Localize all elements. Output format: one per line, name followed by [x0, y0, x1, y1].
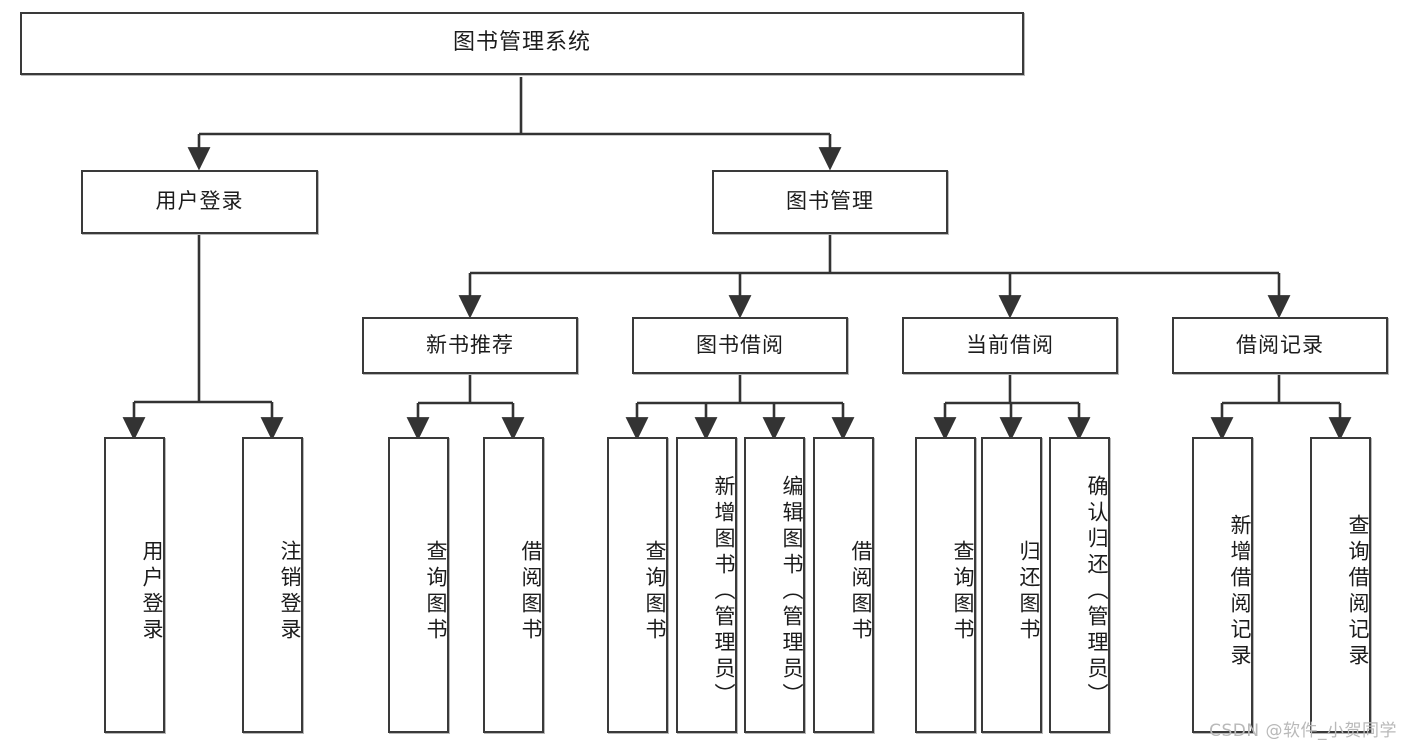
leaf-add-borrow-record[interactable]: 新增借阅记录: [1192, 437, 1253, 733]
node-new-book-recommend[interactable]: 新书推荐: [362, 317, 578, 374]
node-label: 新书推荐: [426, 332, 514, 357]
leaf-edit-book-admin[interactable]: 编辑图书（管理员）: [744, 437, 805, 733]
leaf-query-book-current[interactable]: 查询图书: [915, 437, 976, 733]
node-root[interactable]: 图书管理系统: [20, 12, 1024, 75]
node-borrow-records[interactable]: 借阅记录: [1172, 317, 1388, 374]
node-label: 借阅记录: [1236, 332, 1324, 357]
leaf-logout[interactable]: 注销登录: [242, 437, 303, 733]
leaf-query-book-newbook[interactable]: 查询图书: [388, 437, 449, 733]
node-label: 查询图书: [951, 540, 975, 644]
leaf-borrow-book[interactable]: 借阅图书: [813, 437, 874, 733]
node-label: 借阅图书: [519, 540, 543, 644]
node-label: 归还图书: [1017, 540, 1041, 644]
node-label: 查询借阅记录: [1346, 514, 1370, 670]
leaf-query-borrow-record[interactable]: 查询借阅记录: [1310, 437, 1371, 733]
node-label: 用户登录: [140, 540, 164, 644]
leaf-return-book[interactable]: 归还图书: [981, 437, 1042, 733]
node-label: 查询图书: [643, 540, 667, 644]
node-book-management[interactable]: 图书管理: [712, 170, 948, 234]
node-user-login[interactable]: 用户登录: [81, 170, 318, 234]
node-label: 图书管理系统: [452, 30, 591, 56]
node-label: 用户登录: [155, 189, 244, 214]
node-label: 新增图书（管理员）: [712, 475, 736, 709]
node-label: 借阅图书: [849, 540, 873, 644]
leaf-borrow-book-newbook[interactable]: 借阅图书: [483, 437, 544, 733]
leaf-user-login[interactable]: 用户登录: [104, 437, 165, 733]
node-book-borrow[interactable]: 图书借阅: [632, 317, 848, 374]
node-label: 图书借阅: [696, 332, 784, 357]
leaf-query-book-borrow[interactable]: 查询图书: [607, 437, 668, 733]
node-label: 图书管理: [786, 189, 874, 214]
leaf-add-book-admin[interactable]: 新增图书（管理员）: [676, 437, 737, 733]
node-current-borrow[interactable]: 当前借阅: [902, 317, 1118, 374]
node-label: 当前借阅: [966, 332, 1054, 357]
node-label: 新增借阅记录: [1228, 514, 1252, 670]
node-label: 编辑图书（管理员）: [780, 475, 804, 709]
node-label: 注销登录: [278, 540, 302, 644]
node-label: 确认归还（管理员）: [1085, 475, 1109, 709]
leaf-confirm-return-admin[interactable]: 确认归还（管理员）: [1049, 437, 1110, 733]
node-label: 查询图书: [424, 540, 448, 644]
